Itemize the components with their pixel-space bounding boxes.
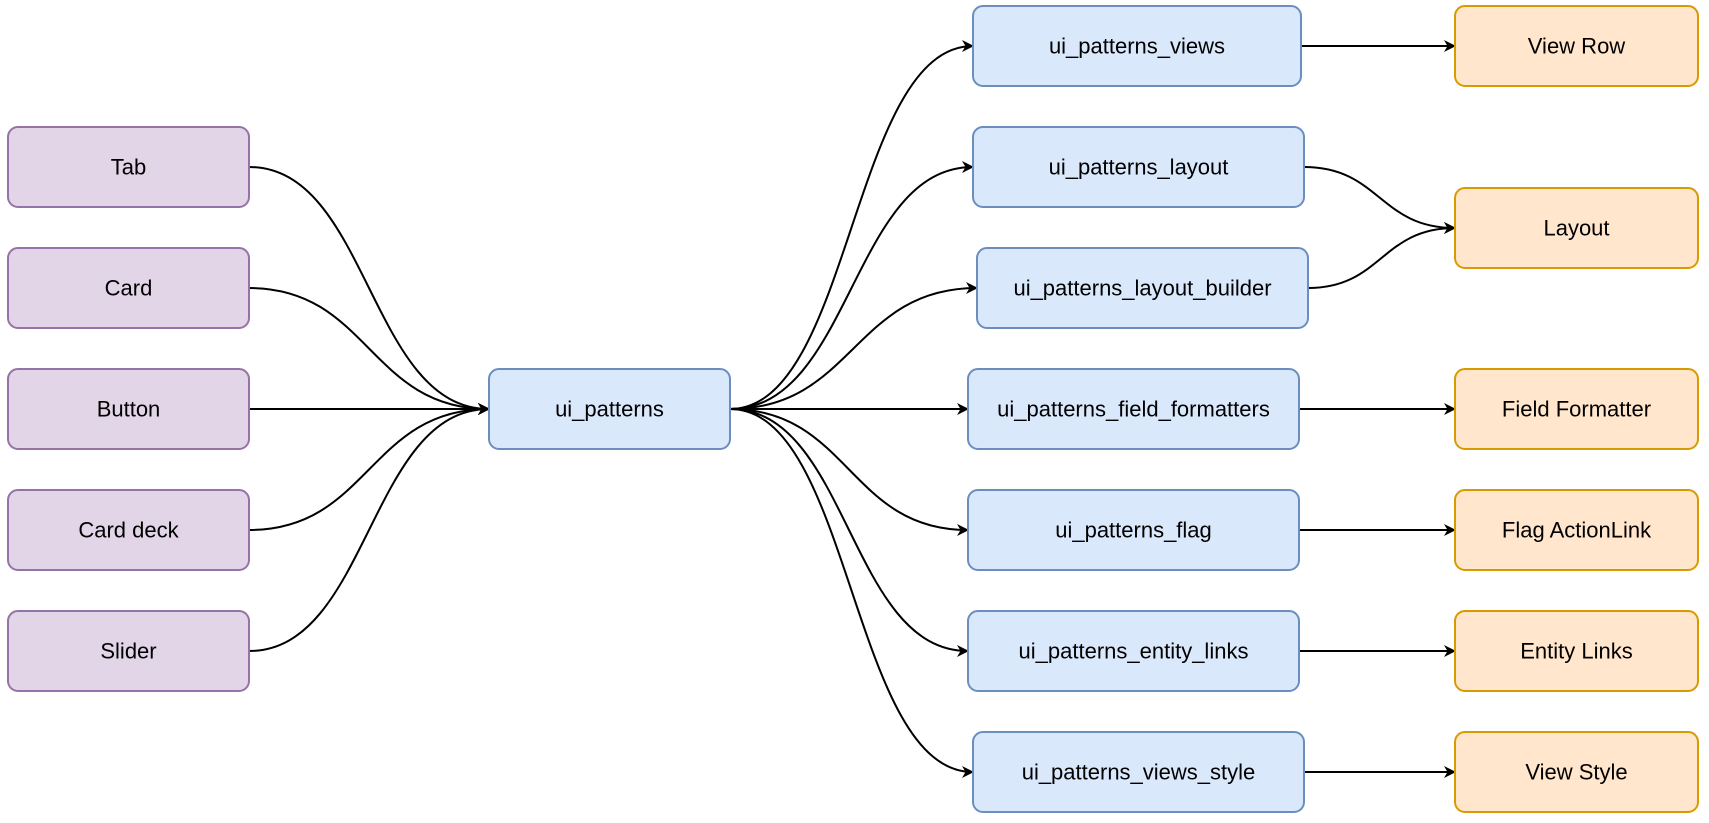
node-layout: Layout	[1454, 187, 1699, 269]
node-field-formatter: Field Formatter	[1454, 368, 1699, 450]
node-label-entity-links: Entity Links	[1520, 639, 1633, 664]
node-box-ui-patterns-views-style	[972, 731, 1305, 813]
edge-ui-patterns-to-ui-patterns-flag	[729, 408, 969, 536]
node-slider: Slider	[7, 610, 250, 692]
node-label-layout: Layout	[1543, 216, 1609, 241]
node-label-ui-patterns-layout-builder: ui_patterns_layout_builder	[1013, 276, 1271, 301]
node-ui-patterns-views-style: ui_patterns_views_style	[972, 731, 1305, 813]
node-box-card-deck	[7, 489, 250, 571]
node-view-style: View Style	[1454, 731, 1699, 813]
node-box-view-row	[1454, 5, 1699, 87]
node-ui-patterns-flag: ui_patterns_flag	[967, 489, 1300, 571]
node-box-field-formatter	[1454, 368, 1699, 450]
node-button: Button	[7, 368, 250, 450]
node-label-view-style: View Style	[1525, 760, 1627, 785]
node-box-ui-patterns	[488, 368, 731, 450]
node-label-field-formatter: Field Formatter	[1502, 397, 1651, 422]
node-ui-patterns-layout-builder: ui_patterns_layout_builder	[976, 247, 1309, 329]
edge-ui-patterns-to-ui-patterns-views-style	[729, 408, 974, 778]
node-label-button: Button	[97, 397, 161, 422]
node-ui-patterns-entity-links: ui_patterns_entity_links	[967, 610, 1300, 692]
edge-ui-patterns-layout-to-layout	[1303, 166, 1456, 234]
node-label-tab: Tab	[111, 155, 146, 180]
node-label-ui-patterns-field-formatters: ui_patterns_field_formatters	[997, 397, 1270, 422]
node-box-ui-patterns-layout-builder	[976, 247, 1309, 329]
edge-ui-patterns-to-ui-patterns-layout-builder	[729, 282, 978, 410]
node-box-tab	[7, 126, 250, 208]
node-box-ui-patterns-views	[972, 5, 1302, 87]
edge-tab-to-ui-patterns	[248, 166, 490, 415]
node-tab: Tab	[7, 126, 250, 208]
node-label-slider: Slider	[100, 639, 156, 664]
node-flag-actionlink: Flag ActionLink	[1454, 489, 1699, 571]
node-label-ui-patterns-views: ui_patterns_views	[1049, 34, 1225, 59]
edge-ui-patterns-layout-builder-to-layout	[1307, 222, 1456, 289]
node-box-view-style	[1454, 731, 1699, 813]
node-entity-links: Entity Links	[1454, 610, 1699, 692]
node-box-ui-patterns-layout	[972, 126, 1305, 208]
node-label-card-deck: Card deck	[78, 518, 179, 543]
node-label-ui-patterns: ui_patterns	[555, 397, 664, 422]
edge-slider-to-ui-patterns	[248, 403, 490, 652]
edge-ui-patterns-to-ui-patterns-views	[729, 40, 974, 410]
edge-ui-patterns-to-ui-patterns-layout	[729, 161, 974, 410]
node-box-ui-patterns-entity-links	[967, 610, 1300, 692]
node-ui-patterns-layout: ui_patterns_layout	[972, 126, 1305, 208]
node-ui-patterns-field-formatters: ui_patterns_field_formatters	[967, 368, 1300, 450]
node-ui-patterns-views: ui_patterns_views	[972, 5, 1302, 87]
node-box-entity-links	[1454, 610, 1699, 692]
node-label-ui-patterns-flag: ui_patterns_flag	[1055, 518, 1212, 543]
node-label-card: Card	[105, 276, 153, 301]
node-label-ui-patterns-entity-links: ui_patterns_entity_links	[1019, 639, 1249, 664]
node-box-layout	[1454, 187, 1699, 269]
edge-card-to-ui-patterns	[248, 287, 490, 415]
node-label-view-row: View Row	[1528, 34, 1626, 59]
node-box-slider	[7, 610, 250, 692]
node-box-button	[7, 368, 250, 450]
node-label-flag-actionlink: Flag ActionLink	[1502, 518, 1652, 543]
edges-layer	[248, 40, 1456, 778]
node-box-flag-actionlink	[1454, 489, 1699, 571]
edge-card-deck-to-ui-patterns	[248, 403, 490, 531]
node-label-ui-patterns-layout: ui_patterns_layout	[1049, 155, 1229, 180]
node-ui-patterns: ui_patterns	[488, 368, 731, 450]
node-view-row: View Row	[1454, 5, 1699, 87]
node-box-ui-patterns-flag	[967, 489, 1300, 571]
edge-ui-patterns-to-ui-patterns-entity-links	[729, 408, 969, 657]
node-box-card	[7, 247, 250, 329]
node-box-ui-patterns-field-formatters	[967, 368, 1300, 450]
node-card: Card	[7, 247, 250, 329]
node-card-deck: Card deck	[7, 489, 250, 571]
node-label-ui-patterns-views-style: ui_patterns_views_style	[1022, 760, 1256, 785]
